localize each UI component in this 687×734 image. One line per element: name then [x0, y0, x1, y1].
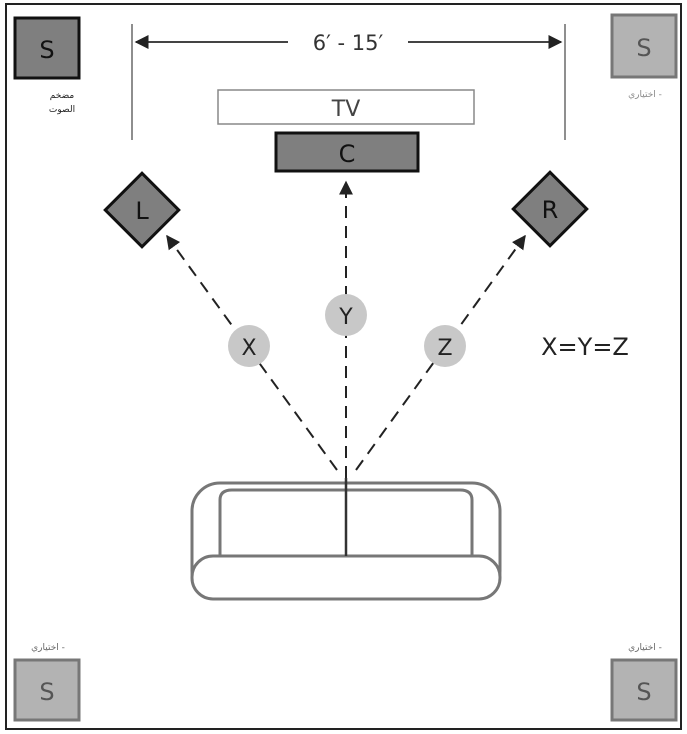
- subwoofer-caption-line2: الصوت: [49, 105, 75, 115]
- subwoofer-caption-line1: مضخم: [50, 91, 75, 101]
- subwoofer-bottom-right-caption: اختياري -: [628, 643, 662, 653]
- subwoofer-bottom-right-label: S: [636, 678, 651, 706]
- distance-badge-z-label: Z: [437, 336, 452, 361]
- distance-badge-y: [325, 294, 367, 336]
- subwoofer-top-left: [13, 16, 81, 80]
- subwoofer-bottom-left-label: S: [39, 678, 54, 706]
- tv-label: TV: [331, 97, 361, 122]
- room-border: [5, 3, 682, 730]
- distance-badge-y-label: Y: [338, 305, 353, 330]
- distance-badge-z: [424, 325, 466, 367]
- right-speaker-label: R: [542, 196, 559, 224]
- center-speaker-label: C: [339, 140, 356, 168]
- left-speaker-label: L: [135, 197, 149, 225]
- subwoofer-bottom-left-caption: اختياري -: [31, 643, 65, 653]
- subwoofer-bottom-left: [13, 658, 81, 722]
- left-speaker: [103, 171, 181, 249]
- equation-text: X=Y=Z: [541, 333, 629, 361]
- center-speaker: [274, 131, 420, 173]
- subwoofer-bottom-right: [610, 658, 678, 722]
- dimension-label: 6′ - 15′: [313, 31, 384, 55]
- subwoofer-top-left-label: S: [39, 36, 54, 64]
- tv-screen: [217, 89, 475, 125]
- distance-badge-x: [228, 325, 270, 367]
- distance-badge-x-label: X: [241, 336, 256, 361]
- subwoofer-top-right-caption: اختياري -: [628, 90, 662, 100]
- subwoofer-top-right-label: S: [636, 34, 651, 62]
- subwoofer-top-right: [610, 13, 678, 79]
- right-speaker: [511, 170, 589, 248]
